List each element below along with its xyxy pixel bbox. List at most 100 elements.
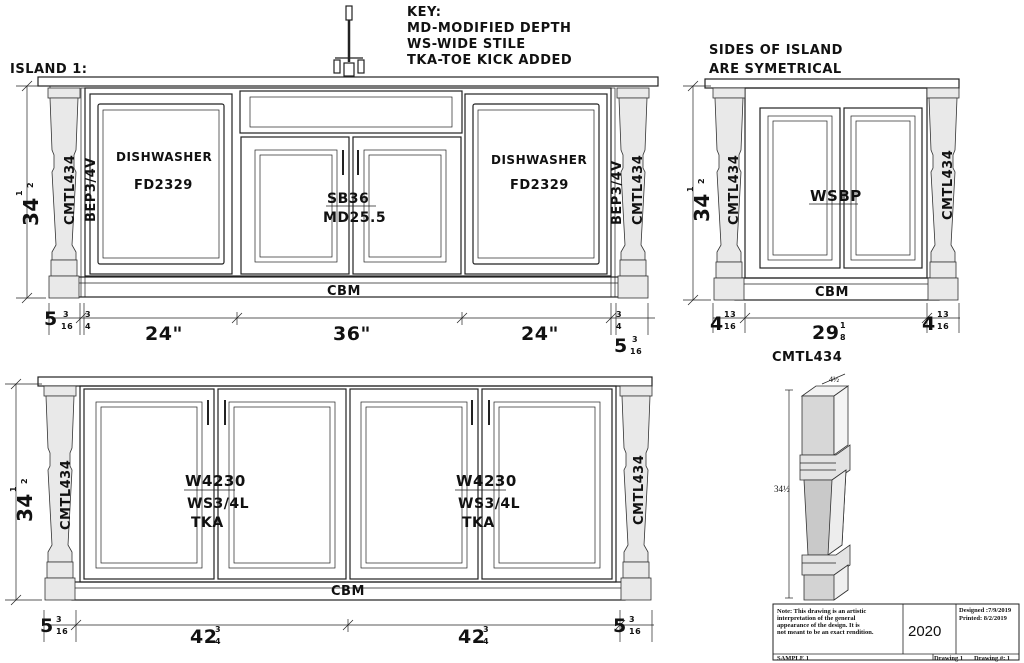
key-title: KEY: <box>407 5 441 20</box>
back-door-3 <box>349 388 479 580</box>
back-height-whole: 34 <box>13 493 37 522</box>
side-dim-right-den: 16 <box>937 322 949 331</box>
end-panel-label-front-right: BEP3/4V <box>610 160 625 225</box>
front-dim-left-leg-whole: 5 <box>44 308 58 330</box>
back-dim-1-whole: 42 <box>190 626 217 648</box>
back-cab2-tka: TKA <box>462 515 495 531</box>
front-dim-right-panel-den: 4 <box>616 322 622 331</box>
back-door-1 <box>83 388 215 580</box>
side-leg-left <box>712 87 746 301</box>
back-dim-right-den: 16 <box>629 627 641 636</box>
side-panel-code: WSBP <box>810 187 862 205</box>
front-height-frac-num: 1 <box>15 190 24 196</box>
back-leg-left <box>43 385 77 601</box>
key-line-md: MD-MODIFIED DEPTH <box>407 21 571 36</box>
back-dim-right-whole: 5 <box>613 615 627 637</box>
side-dim-center-num: 1 <box>840 321 846 330</box>
front-dim-3: 24" <box>521 323 559 345</box>
end-panel-label-front-left: BEP3/4V <box>84 157 99 222</box>
leg-detail-top-dim: 4½ <box>829 375 839 384</box>
side-height-frac-den: 2 <box>697 178 706 184</box>
back-dim-right-num: 3 <box>629 615 635 624</box>
front-height-frac-den: 2 <box>26 182 35 188</box>
front-dim-left-panel-den: 4 <box>85 322 91 331</box>
back-height-frac-den: 2 <box>20 478 29 484</box>
side-panel-right <box>843 107 923 269</box>
printed-date: Printed: 8/2/2019 <box>959 615 1008 622</box>
key-legend: KEY: MD-MODIFIED DEPTH WS-WIDE STILE TKA… <box>407 5 572 68</box>
leg-label-back-right: CMTL434 <box>632 455 647 525</box>
drawing-number: Drawing #: 1 <box>974 655 1010 662</box>
dishwasher-code-left: FD2329 <box>134 178 193 193</box>
front-dim-1: 24" <box>145 323 183 345</box>
end-panel-left <box>80 87 86 298</box>
side-leg-right <box>926 87 960 301</box>
sink-false-front <box>239 90 463 134</box>
note-line-1: Note: This drawing is an artistic <box>777 608 866 615</box>
base-molding-label: CBM <box>327 284 361 299</box>
dishwasher-label-left: DISHWASHER <box>116 150 212 164</box>
back-dim-left-whole: 5 <box>40 615 54 637</box>
drawing-name: Drawing 1 <box>934 655 963 662</box>
back-dim-1-den: 4 <box>215 637 221 646</box>
side-dim-left-whole: 4 <box>710 313 724 335</box>
note-line-4: not meant to be an exact rendition. <box>777 629 874 636</box>
front-dim-right-panel-num: 3 <box>616 310 622 319</box>
front-dim-left-panel-num: 3 <box>85 310 91 319</box>
countertop <box>37 76 659 87</box>
leg-label-side-right: CMTL434 <box>941 150 956 220</box>
front-height-whole: 34 <box>19 197 43 226</box>
note-line-3: appearance of the design. It is <box>777 622 860 629</box>
back-dim-left-num: 3 <box>56 615 62 624</box>
side-dim-right-num: 13 <box>937 310 949 319</box>
back-cab2-code: W4230 <box>456 472 517 490</box>
sink-base-code: SB36 <box>327 191 369 207</box>
side-dim-center-whole: 29 <box>812 322 839 344</box>
side-countertop <box>704 78 960 89</box>
dishwasher-label-right: DISHWASHER <box>491 153 587 167</box>
back-cab1-mod: WS3/4L <box>187 496 249 512</box>
back-door-4 <box>481 388 613 580</box>
sink-door-left <box>240 136 350 275</box>
key-line-ws: WS-WIDE STILE <box>407 37 526 52</box>
front-dim-left-leg-den: 16 <box>61 322 73 331</box>
back-height-frac-num: 1 <box>9 486 18 492</box>
side-height-whole: 34 <box>690 193 714 222</box>
back-countertop <box>37 376 653 387</box>
back-door-2 <box>217 388 347 580</box>
sink-door-right <box>352 136 462 275</box>
back-cab1-code: W4230 <box>185 472 246 490</box>
side-base-label: CBM <box>815 285 849 300</box>
back-dim-left-den: 16 <box>56 627 68 636</box>
back-base-label: CBM <box>331 584 365 599</box>
turned-leg-right <box>616 87 650 299</box>
back-cab1-tka: TKA <box>191 515 224 531</box>
back-elevation: W4230 WS3/4L TKA W4230 WS3/4L TKA CBM CM… <box>5 376 654 648</box>
logo-2020: 2020 <box>908 623 941 640</box>
back-leg-right <box>619 385 653 601</box>
back-dim-1-num: 3 <box>215 625 221 634</box>
front-elevation: DISHWASHER FD2329 DISHWASHER FD2329 SB36… <box>15 5 659 357</box>
side-height-frac-num: 1 <box>686 186 695 192</box>
leg-label-front-left: CMTL434 <box>63 155 78 225</box>
sides-note-line-1: SIDES OF ISLAND <box>709 43 843 58</box>
front-dim-right-leg-den: 16 <box>630 347 642 356</box>
back-dim-2-whole: 42 <box>458 626 485 648</box>
front-dim-right-leg-num: 3 <box>632 335 638 344</box>
side-dim-left-num: 13 <box>724 310 736 319</box>
end-panel-right <box>610 87 616 298</box>
sides-note-line-2: ARE SYMETRICAL <box>709 62 842 77</box>
designed-date: Designed :7/9/2019 <box>959 607 1012 614</box>
side-elevation: WSBP CBM CMTL434 CMTL434 34 1 2 4 13 16 … <box>683 78 960 344</box>
side-dim-left-den: 16 <box>724 322 736 331</box>
leg-label-side-left: CMTL434 <box>727 155 742 225</box>
front-dim-right-leg-whole: 5 <box>614 335 628 357</box>
turned-leg-left <box>47 87 81 299</box>
sink-base-mod: MD25.5 <box>323 210 386 226</box>
back-cab2-mod: WS3/4L <box>458 496 520 512</box>
front-dim-2: 36" <box>333 323 371 345</box>
leg-label-back-left: CMTL434 <box>59 460 74 530</box>
back-dim-2-den: 4 <box>483 637 489 646</box>
island-title: ISLAND 1: <box>10 62 88 77</box>
